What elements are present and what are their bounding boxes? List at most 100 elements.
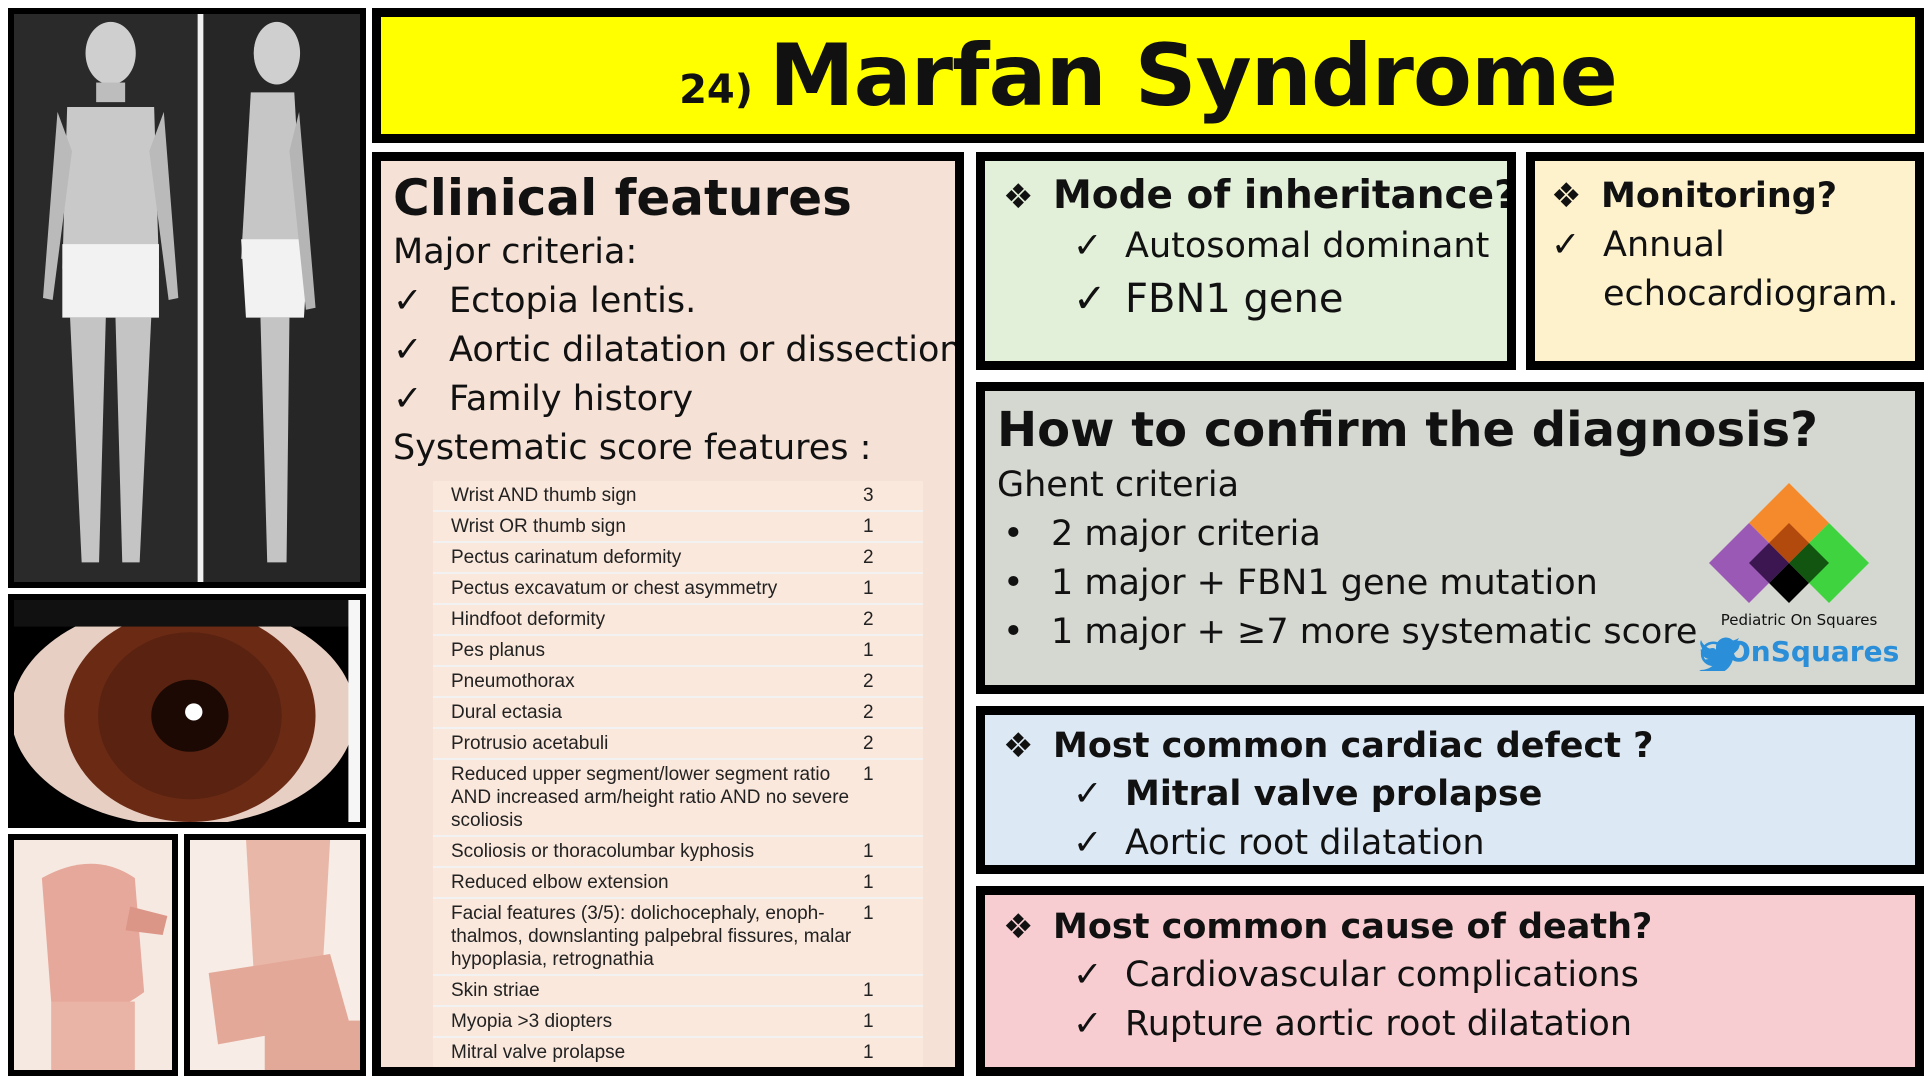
feature-cell: Wrist OR thumb sign [433,511,863,543]
major-criterion: ✓Ectopia lentis. [393,277,943,326]
check-icon: ✓ [1073,955,1103,995]
feature-cell: Skin striae [433,975,863,1007]
check-icon: ✓ [1073,1004,1103,1044]
diagnosis-bullet: •1 major + ≥7 more systematic score [997,608,1903,657]
bullet-icon: • [1003,563,1024,603]
feature-cell: Mitral valve prolapse [433,1037,863,1067]
score-cell: 2 [863,697,923,729]
slide-number: 24) [679,66,754,113]
major-criterion: ✓Aortic dilatation or dissection. [393,326,955,375]
inheritance-heading: ❖Mode of inheritance? [1003,171,1507,222]
cardiac-heading: ❖Most common cardiac defect ? [1003,723,1897,769]
cause-of-death-panel: ❖Most common cause of death? ✓Cardiovasc… [976,886,1924,1076]
cardiac-item: ✓Mitral valve prolapse [1003,769,1897,819]
thumb-sign-image [14,840,172,1070]
check-icon: ✓ [1073,276,1107,322]
feature-cell: Reduced upper segment/lower segment rati… [433,759,863,837]
clinical-features-panel: Clinical features Major criteria: ✓Ectop… [372,152,964,1076]
patient-body-photo [8,8,366,588]
feature-cell: Pectus excavatum or chest asymmetry [433,573,863,605]
diagnosis-bullet: •1 major + FBN1 gene mutation [997,559,1903,608]
diagnosis-panel: How to confirm the diagnosis? Ghent crit… [976,382,1924,694]
feature-cell: Scoliosis or thoracolumbar kyphosis [433,836,863,868]
check-icon: ✓ [393,330,423,370]
score-cell: 1 [863,635,923,667]
monitoring-heading: ❖Monitoring? [1551,171,1899,221]
pediatric-on-squares-logo: Pediatric On Squares @OnSquares [1699,483,1899,683]
diagnosis-bullet: •2 major criteria [997,510,1903,559]
title-banner: 24) Marfan Syndrome [372,8,1924,143]
logo-tagline: Pediatric On Squares [1720,611,1878,629]
monitoring-item-continued: echocardiogram. [1603,274,1899,314]
score-cell: 1 [863,898,923,976]
feature-cell: Reduced elbow extension [433,867,863,899]
wrist-sign-image [190,840,360,1070]
clinical-features-heading: Clinical features [393,169,852,227]
feature-cell: Facial features (3/5): dolichocephaly, e… [433,898,863,976]
feature-cell: Myopia >3 diopters [433,1006,863,1038]
monitoring-panel: ❖Monitoring? ✓Annual echocardiogram. [1526,152,1924,370]
diamond-bullet-icon: ❖ [1003,726,1034,766]
check-icon: ✓ [393,281,423,321]
check-icon: ✓ [1551,225,1581,265]
score-cell: 1 [863,867,923,899]
systemic-score-label: Systematic score features : [393,428,872,468]
feature-cell: Wrist AND thumb sign [433,481,863,512]
diagnosis-heading: How to confirm the diagnosis? [997,402,1818,458]
score-cell: 2 [863,666,923,698]
death-item: ✓Cardiovascular complications [1003,951,1897,1000]
twitter-handle: @OnSquares [1699,635,1900,668]
feature-cell: Pectus carinatum deformity [433,542,863,574]
score-cell: 1 [863,511,923,543]
score-cell: 1 [863,1037,923,1067]
monitoring-item: ✓Annual [1551,221,1899,270]
table-row: Facial features (3/5): dolichocephaly, e… [433,898,923,976]
score-cell: 1 [863,1006,923,1038]
score-cell: 2 [863,604,923,636]
eye-image [14,600,360,822]
score-cell: 2 [863,542,923,574]
inheritance-item: ✓FBN1 gene [1003,271,1489,327]
bullet-icon: • [1003,612,1024,652]
feature-cell: Protrusio acetabuli [433,728,863,760]
score-cell: 1 [863,836,923,868]
score-cell: 3 [863,481,923,512]
diamond-bullet-icon: ❖ [1551,176,1582,216]
cardiac-defect-panel: ❖Most common cardiac defect ? ✓Mitral va… [976,706,1924,874]
diamond-bullet-icon: ❖ [1003,177,1034,217]
score-cell: 1 [863,759,923,837]
wrist-sign-photo [184,834,366,1076]
check-icon: ✓ [1073,823,1103,863]
score-cell: 1 [863,573,923,605]
check-icon: ✓ [1073,226,1103,266]
feature-cell: Hindfoot deformity [433,604,863,636]
ectopia-lentis-eye-photo [8,594,366,828]
death-heading: ❖Most common cause of death? [1003,903,1897,951]
check-icon: ✓ [1073,774,1103,814]
score-cell: 2 [863,728,923,760]
feature-cell: Pes planus [433,635,863,667]
thumb-sign-photo [8,834,178,1076]
page-title: Marfan Syndrome [769,25,1618,126]
twitter-bird-icon [1699,637,1741,671]
diamond-bullet-icon: ❖ [1003,907,1034,947]
patient-standing-image [14,14,360,582]
major-criteria-label: Major criteria: [393,232,638,272]
squares-logo-icon [1709,483,1869,603]
table-row: Reduced upper segment/lower segment rati… [433,759,923,837]
cardiac-item: ✓Aortic root dilatation [1003,819,1897,865]
score-cell: 1 [863,975,923,1007]
